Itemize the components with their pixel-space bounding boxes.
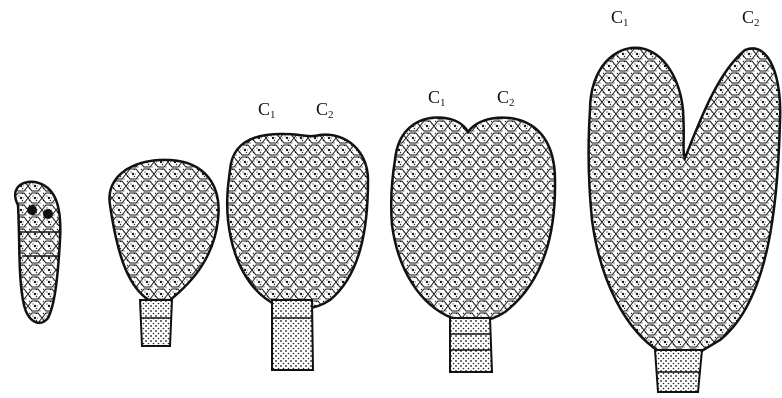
stage-1-body [15,182,60,323]
embryo-stage-3 [227,134,368,370]
stage-5-body [589,48,781,352]
stage-4-label-c1: C1 [428,88,446,109]
stage-5-suspensor [655,350,702,392]
stage-4-suspensor [450,318,492,372]
stage-5-label-c2: C2 [742,8,760,29]
stage-4-label-c2: C2 [497,88,515,109]
embryo-stage-2 [109,160,218,346]
stage-5-label-c1: C1 [611,8,629,29]
stage-3-suspensor [272,300,313,370]
stage-2-suspensor [140,300,172,346]
embryo-stage-4 [391,118,555,372]
embryo-stage-1 [15,182,60,323]
stage-2-body [109,160,218,302]
stage-3-label-c1: C1 [258,100,276,121]
stage-4-body [391,118,555,322]
stage-3-label-c2: C2 [316,100,334,121]
embryo-stage-5 [589,48,781,392]
stage-3-body [227,134,368,309]
